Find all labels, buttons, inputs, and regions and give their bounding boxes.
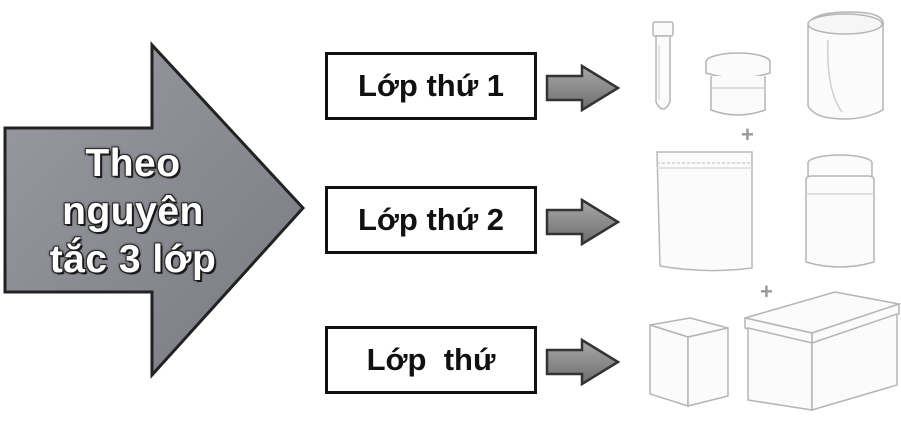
small-arrow-3: [545, 337, 621, 387]
sealed-jar-icon: [805, 154, 875, 268]
small-box-icon: [649, 317, 729, 408]
absorbent-roll-icon: [807, 11, 884, 120]
layer-1-box: Lớp thứ 1: [325, 52, 537, 120]
layer-2-box: Lớp thứ 2: [325, 186, 537, 254]
zip-bag-icon: [656, 151, 753, 272]
main-arrow-line-2: nguyên: [62, 190, 204, 233]
layer-2-label: Lớp thứ 2: [357, 202, 505, 237]
large-box-icon: [744, 291, 901, 412]
plus-sign-2: +: [760, 279, 773, 304]
main-arrow: [3, 41, 306, 379]
main-arrow-line-1: Theo: [85, 142, 181, 185]
main-arrow-line-3: tắc 3 lớp: [49, 238, 217, 281]
plus-sign-1: +: [741, 122, 754, 147]
small-arrow-2: [545, 197, 621, 247]
specimen-cup-icon: [705, 52, 771, 116]
main-arrow-label: Theo nguyên tắc 3 lớp: [18, 140, 248, 284]
layer-3-box: Lớp thứ: [325, 326, 537, 394]
small-arrow-1: [545, 63, 621, 113]
layer-1-label: Lớp thứ 1: [357, 68, 505, 103]
test-tube-icon: [652, 21, 674, 110]
layer-3-label: Lớp thứ: [366, 342, 496, 377]
